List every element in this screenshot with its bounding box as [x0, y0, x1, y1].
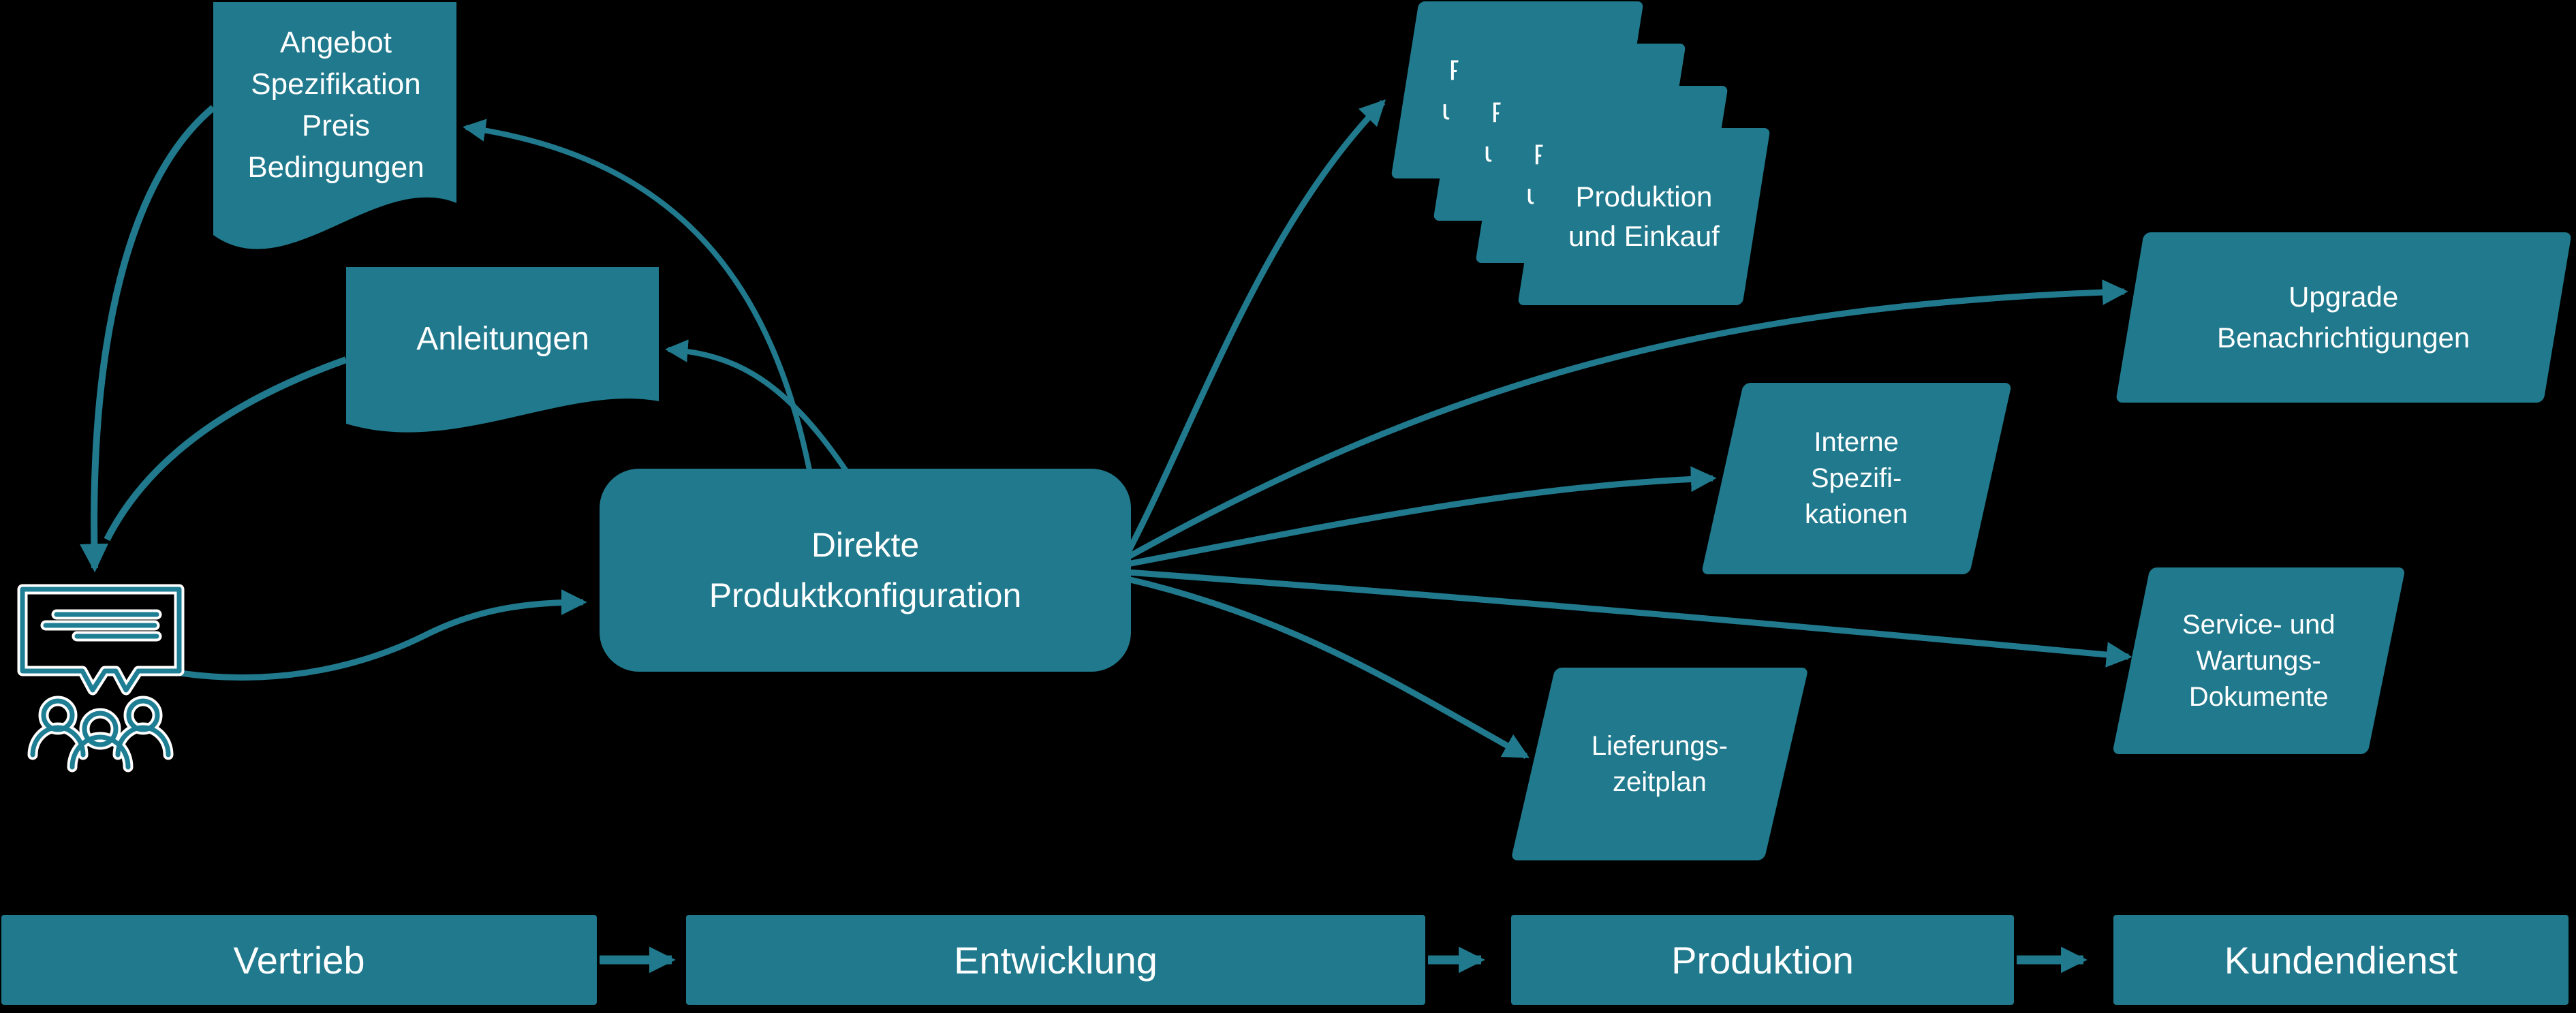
stack-line: und Einkauf	[1568, 220, 1720, 252]
phase-kundendienst: Kundendienst	[2113, 915, 2569, 1005]
customer-group-discussion-icon	[17, 584, 185, 773]
phase-label: Kundendienst	[2224, 938, 2458, 982]
upgrade-line: Upgrade	[2288, 281, 2399, 313]
center-box-line: Direkte	[811, 526, 920, 564]
stack-sheet-front-produktion-einkauf: Produktion und Einkauf	[1517, 128, 1771, 305]
arrow-center-to-service	[1127, 569, 2132, 668]
angebot-line: Angebot	[280, 26, 392, 59]
person-head	[82, 711, 119, 747]
center-box-line: Produktkonfiguration	[709, 576, 1022, 614]
parallelogram-upgrade-benachrichtigungen: Upgrade Benachrichtigungen	[2115, 232, 2572, 403]
parallelogram-service-wartungs-dokumente: Service- und Wartungs- Dokumente	[2112, 567, 2406, 754]
arrow-center-to-anleitungen	[664, 339, 853, 479]
lieferung-line: Lieferungs-	[1591, 730, 1728, 761]
angebot-line: Spezifikation	[251, 67, 421, 101]
service-line: Dokumente	[2189, 681, 2329, 712]
anleitungen-label: Anleitungen	[416, 321, 589, 357]
interne-line: Spezifi-	[1811, 463, 1902, 493]
phase-produktion: Produktion	[1511, 915, 2014, 1005]
phase-label: Produktion	[1671, 938, 1854, 982]
document-shape	[346, 267, 659, 433]
document-anleitungen: Anleitungen	[346, 267, 659, 436]
arrow-angebot-to-customer	[80, 105, 216, 573]
lieferung-line: zeitplan	[1613, 766, 1707, 797]
arrow-customer-to-center	[179, 589, 587, 681]
arrow-center-to-interne	[1127, 466, 1717, 567]
arrow-center-to-upgrade	[1126, 279, 2128, 560]
phase-label: Entwicklung	[954, 938, 1158, 982]
speech-bubble	[20, 587, 182, 693]
parallelogram-interne-spezifikationen: Interne Spezifi- kationen	[1701, 383, 2013, 574]
service-line: Service- und	[2182, 609, 2336, 640]
service-line: Wartungs-	[2196, 645, 2321, 676]
document-shape	[213, 2, 456, 249]
phase-label: Vertrieb	[233, 938, 365, 982]
person-body	[69, 734, 131, 770]
upgrade-line: Benachrichtigungen	[2217, 322, 2470, 354]
icon-strokes	[20, 587, 182, 770]
arrow-center-to-lieferung	[1126, 576, 1530, 759]
phase-vertrieb: Vertrieb	[1, 915, 597, 1005]
document-angebot: Angebot Spezifikation Preis Bedingungen	[213, 2, 459, 255]
arrow-center-to-angebot	[463, 119, 813, 478]
angebot-line: Bedingungen	[247, 151, 424, 184]
arrow-anleitungen-to-customer	[104, 356, 347, 542]
center-box-direkte-produktkonfiguration: Direkte Produktkonfiguration	[600, 469, 1131, 672]
parallelogram-lieferungszeitplan: Lieferungs- zeitplan	[1510, 668, 1809, 860]
interne-line: Interne	[1814, 427, 1899, 457]
angebot-line: Preis	[301, 109, 371, 142]
stack-line: Produktion	[1575, 181, 1713, 213]
arrow-center-to-stack	[1125, 99, 1386, 555]
interne-line: kationen	[1805, 499, 1908, 529]
phase-entwicklung: Entwicklung	[686, 915, 1425, 1005]
